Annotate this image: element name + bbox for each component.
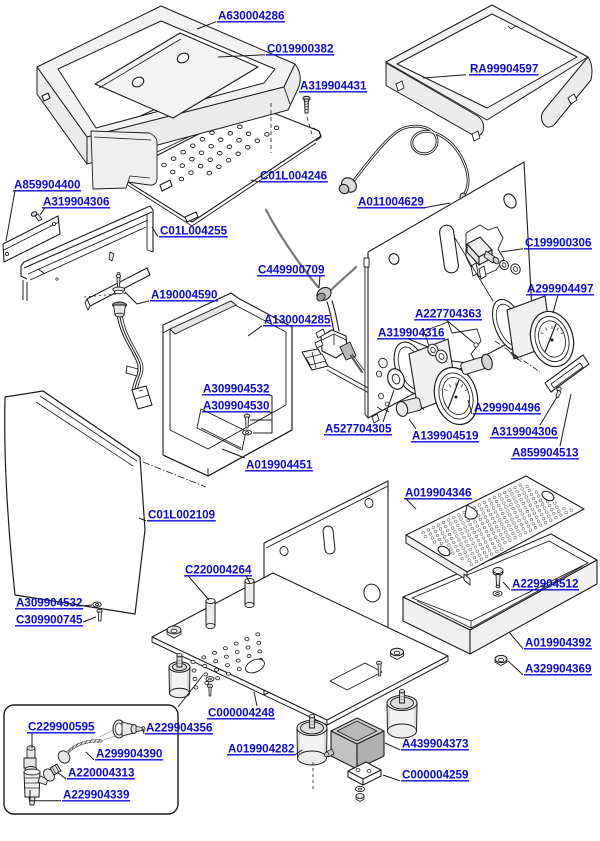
svg-text:C01L004255: C01L004255: [160, 224, 228, 237]
svg-text:A299904496: A299904496: [474, 401, 541, 414]
svg-text:A319904306: A319904306: [491, 425, 558, 438]
svg-text:A229904339: A229904339: [63, 788, 130, 801]
svg-text:A220004313: A220004313: [68, 766, 135, 779]
svg-text:C000004248: C000004248: [208, 706, 275, 719]
svg-text:A011004629: A011004629: [358, 195, 424, 208]
svg-text:A319904316: A319904316: [378, 326, 445, 339]
svg-text:A299904497: A299904497: [527, 282, 593, 295]
svg-text:A309904530: A309904530: [203, 399, 269, 412]
svg-text:A527704305: A527704305: [325, 422, 392, 435]
svg-text:A139904519: A139904519: [412, 429, 479, 442]
svg-text:C449900709: C449900709: [258, 263, 325, 276]
svg-text:C220004264: C220004264: [185, 563, 252, 576]
svg-text:C01L004246: C01L004246: [260, 169, 328, 182]
svg-text:RA99904597: RA99904597: [470, 62, 538, 75]
svg-text:A229904356: A229904356: [146, 721, 213, 734]
svg-text:C229900595: C229900595: [28, 720, 95, 733]
svg-text:C019900382: C019900382: [267, 42, 333, 55]
svg-text:C199900306: C199900306: [525, 236, 592, 249]
svg-text:A329904369: A329904369: [525, 662, 592, 675]
svg-text:A229904512: A229904512: [512, 577, 578, 590]
svg-text:C309900745: C309900745: [16, 613, 83, 626]
svg-text:A859904400: A859904400: [14, 178, 80, 191]
svg-text:A019904451: A019904451: [246, 458, 313, 471]
svg-text:A439904373: A439904373: [402, 737, 469, 750]
svg-text:A319904306: A319904306: [43, 195, 110, 208]
svg-text:A319904431: A319904431: [300, 79, 367, 92]
svg-text:A227704363: A227704363: [415, 307, 482, 320]
svg-text:A309904532: A309904532: [203, 382, 269, 395]
svg-text:A859904513: A859904513: [512, 446, 579, 459]
svg-text:A019904392: A019904392: [525, 636, 591, 649]
svg-text:A019904282: A019904282: [228, 742, 294, 755]
svg-text:C01L002109: C01L002109: [148, 508, 216, 521]
svg-text:A190004590: A190004590: [151, 288, 217, 301]
svg-text:C000004259: C000004259: [402, 768, 469, 781]
svg-text:A130004285: A130004285: [264, 313, 331, 326]
svg-text:A299904390: A299904390: [96, 747, 162, 760]
svg-text:A019904346: A019904346: [405, 486, 472, 499]
svg-text:A309904532: A309904532: [16, 596, 82, 609]
svg-text:A630004286: A630004286: [218, 9, 285, 22]
